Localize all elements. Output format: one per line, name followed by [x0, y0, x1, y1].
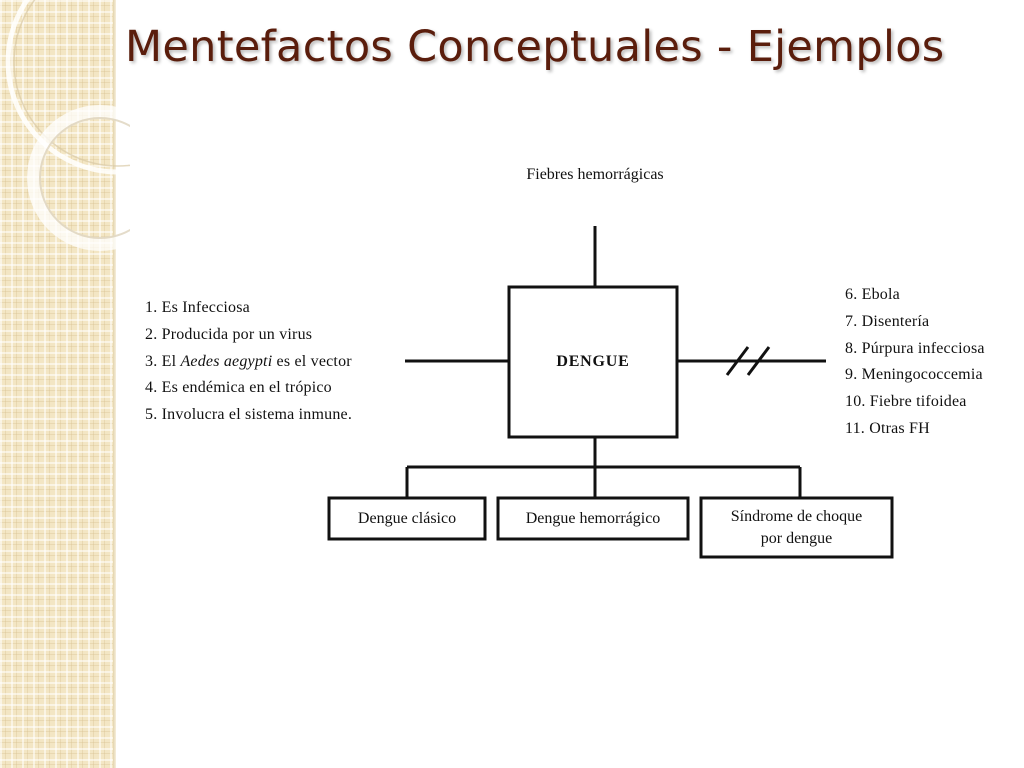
isoordinate-item: 1. Es Infecciosa: [145, 299, 250, 316]
exclusion-item: 11. Otras FH: [845, 419, 930, 437]
sidebar-edge: [113, 0, 116, 768]
exclusion-mark-2: [746, 346, 771, 376]
infraordinate-label-3: Síndrome de choque por dengue: [730, 507, 863, 547]
decorative-circles: [5, 0, 130, 251]
isoordinate-item: 4. Es endémica en el trópico: [145, 379, 332, 397]
isoordinate-item: 3. El Aedes aegypti es el vector: [145, 352, 352, 370]
infraordinate-label-2: Dengue hemorrágico: [525, 509, 661, 527]
isoordinate-item: 2. Producida por un virus: [145, 325, 313, 343]
exclusion-item: 7. Disentería: [845, 312, 930, 330]
superordinate-label: Fiebres hemorrágicas: [526, 166, 664, 183]
infraordinate-box-2: [496, 496, 690, 541]
exclusion-item: 9. Meningococcemia: [845, 366, 983, 384]
infraordinate-box-3: [699, 496, 894, 559]
isoordinate-item: 5. Involucra el sistema inmune.: [145, 406, 353, 424]
species-name: Aedes aegypti: [180, 352, 273, 370]
central-concept-label: DENGUE: [556, 353, 630, 370]
infraordinate-box-1: [327, 496, 487, 541]
infraordinate-label-1: Dengue clásico: [357, 509, 457, 527]
exclusion-item: 8. Púrpura infecciosa: [845, 339, 985, 357]
central-concept-box: [507, 285, 679, 439]
exclusion-item: 6. Ebola: [845, 286, 900, 303]
isoordinate-list: 1. Es Infecciosa 2. Producida por un vir…: [145, 295, 352, 429]
exclusion-item: 10. Fiebre tifoidea: [845, 393, 967, 411]
slide-title: Mentefactos Conceptuales - Ejemplos: [125, 22, 945, 72]
exclusion-list: 6. Ebola 7. Disentería 8. Púrpura infecc…: [845, 282, 985, 443]
exclusion-mark-1: [725, 346, 750, 376]
